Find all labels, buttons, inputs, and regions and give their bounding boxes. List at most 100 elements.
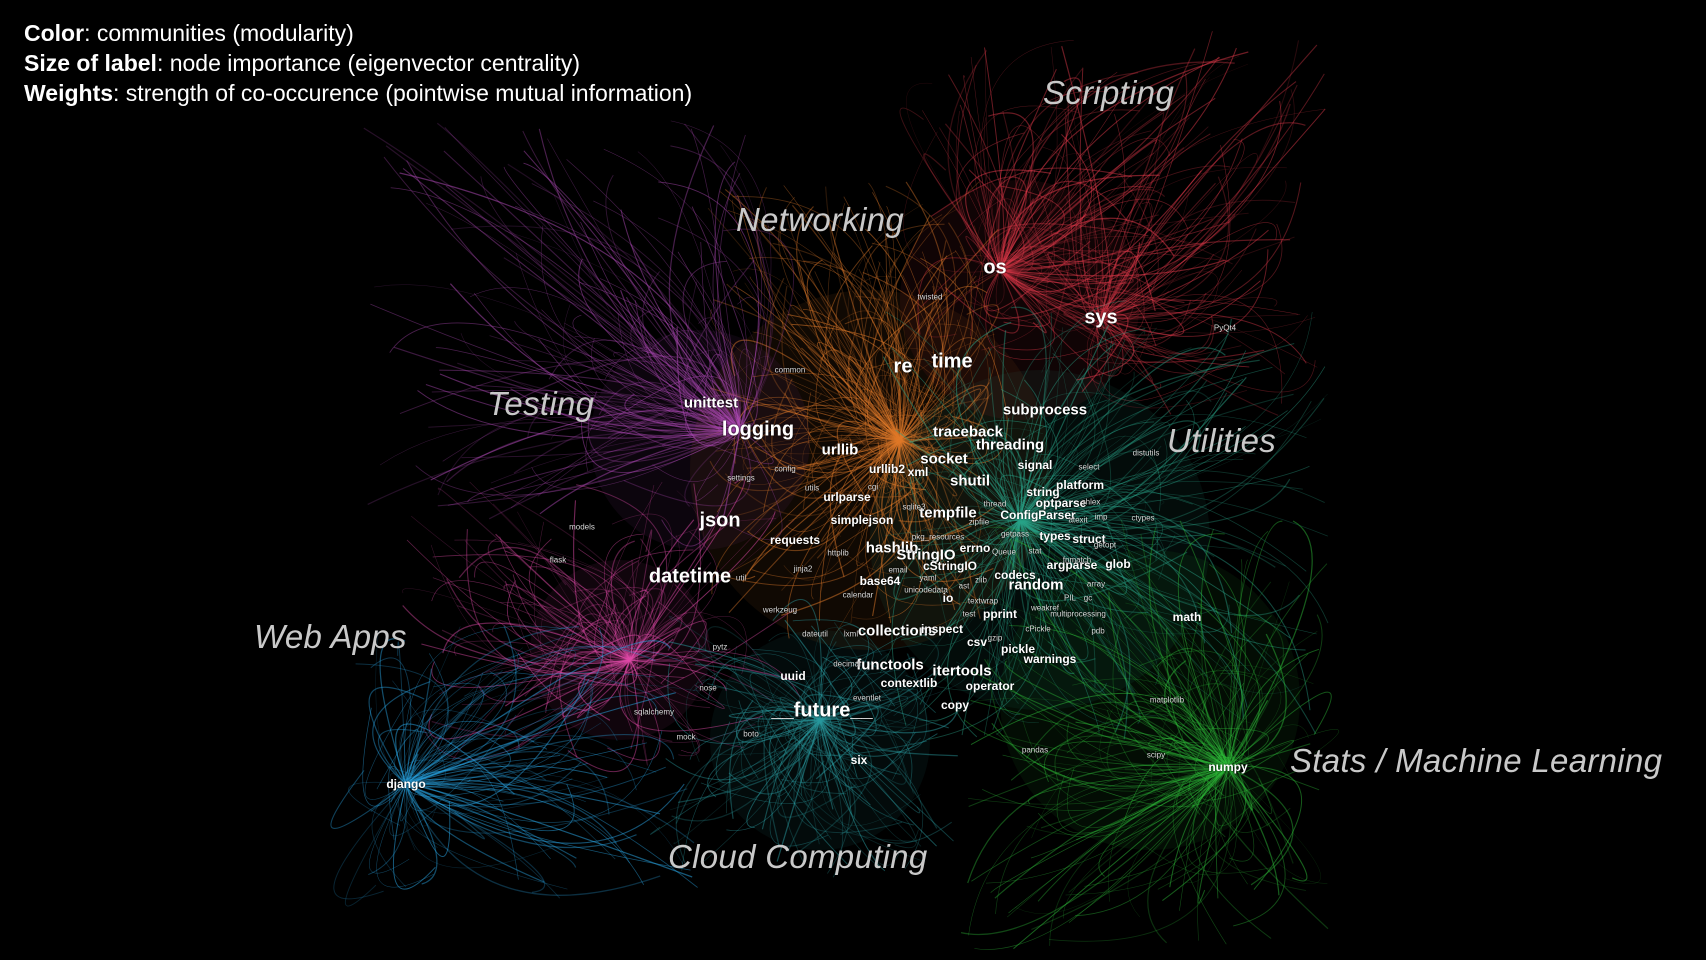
edge	[894, 439, 995, 539]
edge	[1096, 317, 1265, 363]
edge	[405, 647, 523, 785]
edge	[1019, 492, 1328, 537]
edge	[1025, 701, 1229, 768]
edge	[980, 40, 1074, 271]
edge	[1002, 330, 1021, 521]
edge	[1034, 616, 1232, 768]
edge	[922, 413, 1021, 521]
edge	[1227, 559, 1248, 768]
edge	[899, 418, 988, 460]
edge	[624, 609, 794, 694]
node-label-pickle: pickle	[1000, 642, 1036, 656]
edge	[1021, 717, 1229, 810]
edge	[1200, 528, 1229, 768]
edge	[606, 659, 685, 679]
edge	[737, 194, 901, 441]
edge	[405, 714, 517, 811]
edge	[986, 459, 1021, 521]
edge	[379, 638, 407, 785]
edge	[1001, 496, 1030, 521]
edge	[999, 168, 1101, 271]
edge	[1019, 493, 1052, 590]
edge	[394, 693, 474, 785]
edge	[869, 439, 955, 592]
edge	[979, 505, 1041, 612]
edge	[713, 299, 901, 441]
edge	[657, 217, 768, 431]
edge	[1019, 410, 1288, 521]
edge	[999, 180, 1129, 271]
edge	[732, 268, 901, 441]
edge	[869, 397, 967, 478]
edge	[1019, 397, 1325, 532]
edge	[368, 686, 425, 785]
edge	[372, 681, 431, 785]
edge	[997, 94, 1186, 271]
edge	[405, 679, 590, 807]
edge	[474, 561, 631, 661]
edge	[959, 104, 1001, 271]
edge	[1019, 477, 1168, 558]
node-label-mock: mock	[676, 732, 696, 742]
edge	[568, 559, 655, 661]
edge	[1038, 766, 1229, 838]
edge	[629, 634, 704, 686]
node-label-calendar: calendar	[842, 590, 874, 600]
edge	[629, 522, 701, 661]
edge	[740, 719, 821, 782]
edge	[781, 439, 916, 616]
edge	[955, 110, 1001, 271]
edge	[1045, 193, 1102, 332]
edge	[405, 783, 485, 840]
edge	[950, 519, 1021, 565]
edge	[819, 719, 937, 847]
edge	[395, 723, 515, 795]
edge	[1019, 519, 1159, 686]
edge	[405, 771, 685, 868]
edge	[1019, 519, 1149, 614]
edge	[417, 390, 741, 439]
edge	[1019, 519, 1306, 651]
edge	[1227, 630, 1318, 768]
edge	[1208, 756, 1255, 768]
edge	[400, 709, 539, 785]
node-label-common: common	[774, 365, 806, 375]
edge	[1079, 67, 1102, 319]
edge	[988, 223, 1149, 271]
edge	[1063, 766, 1229, 919]
edge	[731, 404, 901, 447]
edge	[777, 719, 857, 818]
edge	[426, 203, 741, 431]
node-label-logging: logging	[721, 418, 795, 441]
edge	[1019, 519, 1230, 633]
edge	[1087, 225, 1102, 321]
edge	[719, 356, 771, 431]
edge	[762, 426, 901, 513]
edge	[879, 439, 901, 473]
edge	[1019, 480, 1303, 521]
edge	[377, 728, 428, 785]
edge	[492, 622, 631, 661]
edge	[999, 251, 1139, 320]
edge	[405, 742, 647, 785]
node-label-configparser: ConfigParser	[1000, 508, 1076, 522]
edge	[1196, 734, 1233, 800]
edge	[1019, 519, 1208, 677]
node-label-scipy: scipy	[1146, 750, 1166, 760]
edge	[880, 439, 919, 549]
edge	[623, 429, 752, 507]
edge	[985, 527, 1229, 768]
edge	[819, 719, 880, 867]
edge	[524, 620, 632, 697]
edge	[1019, 519, 1100, 734]
edge	[819, 719, 914, 826]
node-label-string: string	[1026, 485, 1060, 499]
edge	[988, 112, 1034, 271]
edge	[1100, 147, 1185, 319]
edge	[1019, 519, 1120, 672]
edge	[1011, 654, 1229, 768]
edge	[744, 282, 901, 445]
edge	[992, 519, 1033, 730]
node-label-cpickle: cPickle	[1025, 624, 1051, 634]
edge	[865, 439, 969, 606]
